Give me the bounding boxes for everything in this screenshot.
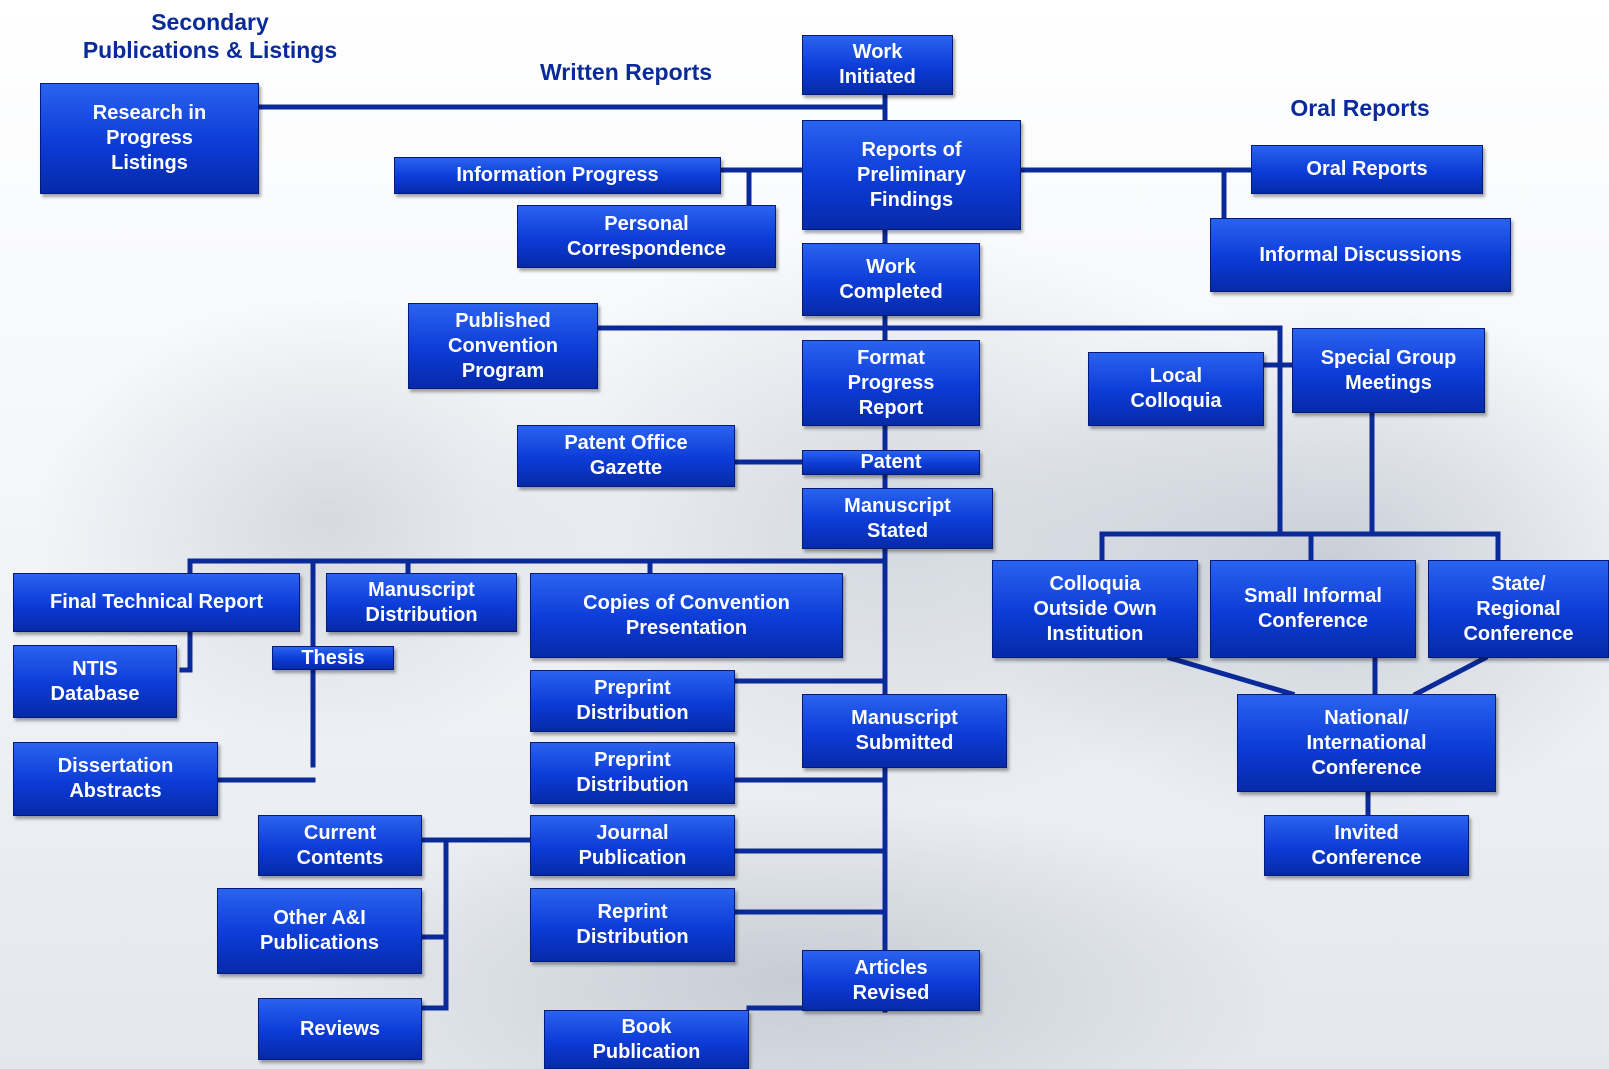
node-copies-of-convention-presentation: Copies of Convention Presentation <box>530 573 843 658</box>
node-preprint-distribution-2: Preprint Distribution <box>530 742 735 804</box>
node-work-initiated: Work Initiated <box>802 35 953 95</box>
node-informal-discussions: Informal Discussions <box>1210 218 1511 292</box>
node-journal-publication: Journal Publication <box>530 815 735 876</box>
node-current-contents: Current Contents <box>258 815 422 876</box>
node-invited-conference: Invited Conference <box>1264 815 1469 876</box>
node-patent-office-gazette: Patent Office Gazette <box>517 425 735 487</box>
node-work-completed: Work Completed <box>802 243 980 316</box>
node-oral-reports: Oral Reports <box>1251 145 1483 194</box>
node-information-progress: Information Progress <box>394 157 721 194</box>
node-manuscript-submitted: Manuscript Submitted <box>802 694 1007 768</box>
node-published-convention-program: Published Convention Program <box>408 303 598 389</box>
node-personal-correspondence: Personal Correspondence <box>517 205 776 268</box>
node-preprint-distribution-1: Preprint Distribution <box>530 670 735 732</box>
node-colloquia-outside-own-institution: Colloquia Outside Own Institution <box>992 560 1198 658</box>
node-local-colloquia: Local Colloquia <box>1088 352 1264 426</box>
node-reports-of-preliminary-findings: Reports of Preliminary Findings <box>802 120 1021 230</box>
connector-state-national <box>1412 654 1489 698</box>
node-patent: Patent <box>802 450 980 475</box>
node-manuscript-stated: Manuscript Stated <box>802 488 993 549</box>
node-small-informal-conference: Small Informal Conference <box>1210 560 1416 658</box>
connector-colloquia-national <box>1166 654 1296 698</box>
node-format-progress-report: Format Progress Report <box>802 340 980 426</box>
node-final-technical-report: Final Technical Report <box>13 573 300 632</box>
heading-oral-reports: Oral Reports <box>1290 95 1430 121</box>
node-research-in-progress-listings: Research in Progress Listings <box>40 83 259 194</box>
node-ntis-database: NTIS Database <box>13 645 177 718</box>
heading-written-reports: Written Reports <box>539 59 713 85</box>
node-reviews: Reviews <box>258 998 422 1060</box>
node-dissertation-abstracts: Dissertation Abstracts <box>13 742 218 816</box>
node-reprint-distribution: Reprint Distribution <box>530 888 735 962</box>
node-special-group-meetings: Special Group Meetings <box>1292 328 1485 413</box>
node-book-publication: Book Publication <box>544 1010 749 1069</box>
node-state-regional-conference: State/ Regional Conference <box>1428 560 1609 658</box>
node-national-international-conference: National/ International Conference <box>1237 694 1496 792</box>
heading-secondary-publications: Secondary Publications & Listings <box>82 9 338 63</box>
node-thesis: Thesis <box>272 646 394 670</box>
node-articles-revised: Articles Revised <box>802 950 980 1011</box>
node-other-ai-publications: Other A&I Publications <box>217 888 422 974</box>
node-manuscript-distribution: Manuscript Distribution <box>326 573 517 632</box>
